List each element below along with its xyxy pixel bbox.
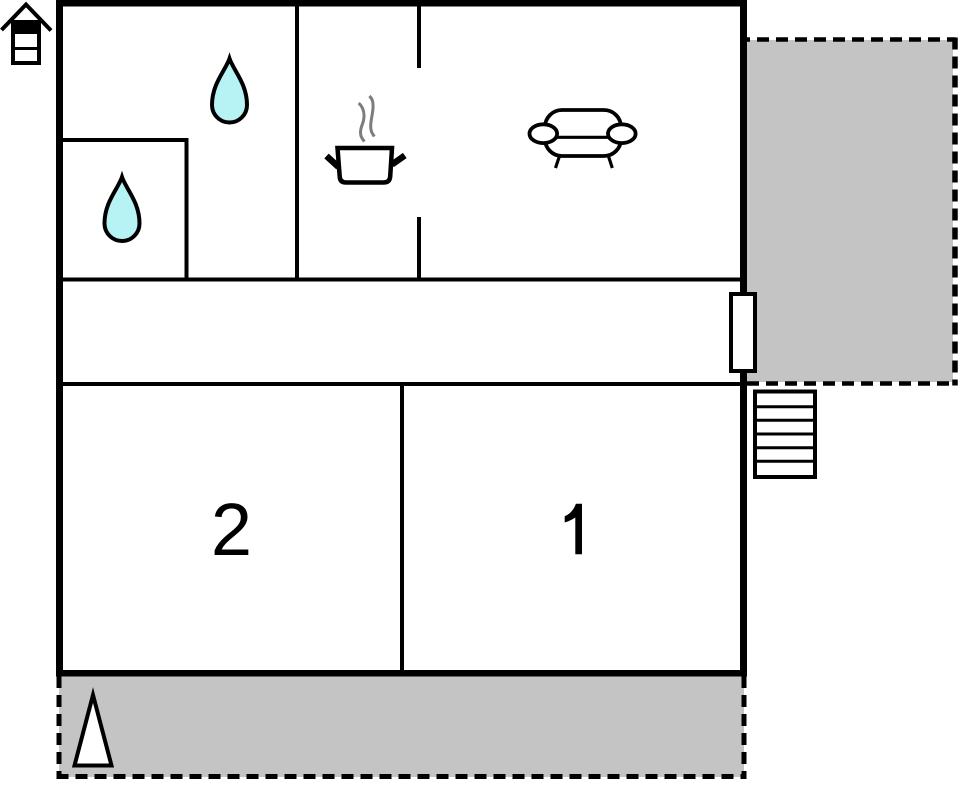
svg-text:2: 2	[211, 488, 252, 571]
